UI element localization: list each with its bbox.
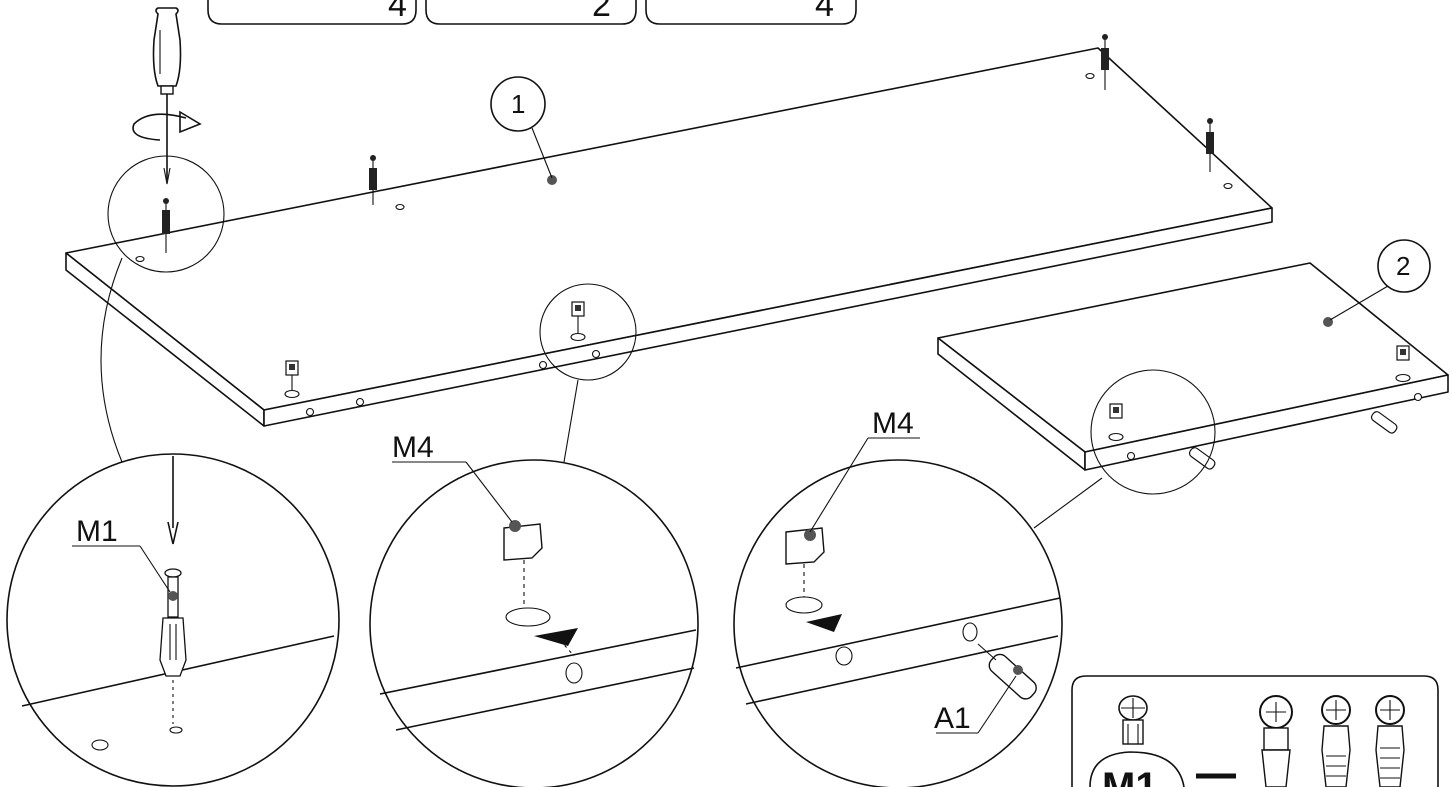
screw-icon-1 — [1259, 695, 1293, 787]
header-box-3: 4 — [645, 0, 857, 25]
screw-icon-2 — [1321, 695, 1351, 787]
dowel-fittings-panel-1 — [162, 34, 1214, 390]
header-box-1-qty: 4 — [388, 0, 407, 24]
detail-connector-3 — [1033, 477, 1103, 529]
panel-1 — [65, 47, 1273, 427]
detail-connector-1 — [100, 257, 123, 463]
panel-1-marker — [547, 175, 557, 185]
detail-view-m4-a1: M4 A1 — [733, 407, 1063, 787]
callout-a1: A1 — [934, 702, 971, 735]
part-number-1-callout: 1 — [490, 76, 553, 179]
header-box-2: 2 — [425, 0, 637, 25]
panel-2 — [937, 262, 1449, 471]
detail-circle-small-3 — [1090, 369, 1216, 495]
part-number-1: 1 — [511, 89, 525, 119]
callout-m4-center: M4 — [392, 431, 434, 464]
detail-view-m1: M1 — [6, 453, 340, 787]
screw-icon-legend — [1118, 695, 1148, 745]
legend-box: M1 — [1071, 675, 1439, 787]
part-number-2-callout: 2 — [1329, 239, 1431, 321]
detail-view-m4-cam: M4 — [369, 431, 699, 787]
legend-code-badge — [1089, 751, 1185, 787]
header-box-2-qty: 2 — [592, 0, 611, 24]
detail-connector-2 — [563, 379, 579, 463]
callout-m4-right: M4 — [872, 407, 914, 440]
header-box-3-qty: 4 — [815, 0, 834, 24]
header-box-1: 4 — [207, 0, 417, 25]
legend-code: M1 — [1102, 765, 1158, 787]
screwdriver-icon — [132, 7, 202, 185]
detail-circle-small-2 — [539, 283, 637, 381]
part-number-2: 2 — [1396, 251, 1410, 281]
callout-m1: M1 — [76, 515, 118, 548]
screw-icon-3 — [1375, 695, 1405, 787]
detail-circle-small-1 — [107, 155, 225, 273]
